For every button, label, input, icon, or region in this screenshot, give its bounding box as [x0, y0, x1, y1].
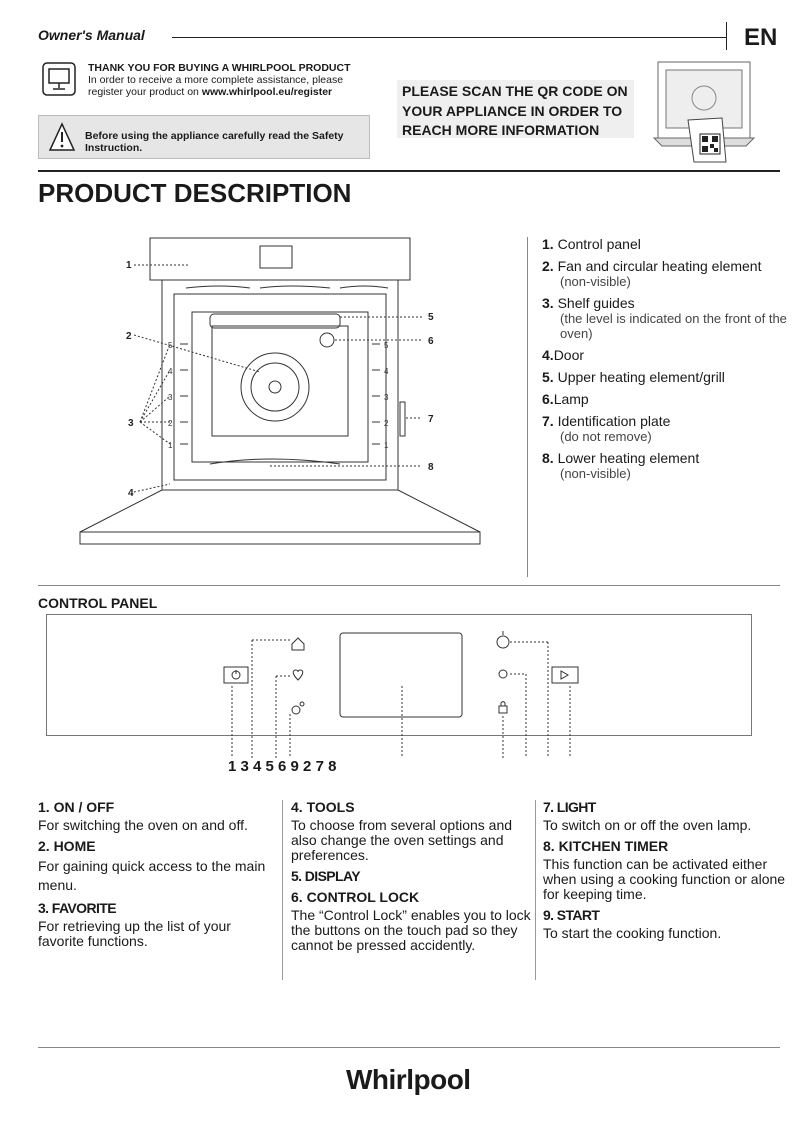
- panel-callout-numbers: 1 3 4 5 6 9 2 7 8: [228, 758, 337, 775]
- oven-qr-illustration: [652, 61, 756, 163]
- svg-text:2: 2: [126, 331, 132, 342]
- function-text: To choose from several options and also …: [291, 817, 513, 863]
- language-code: EN: [744, 24, 778, 51]
- function-heading: 5. DISPLAY: [291, 868, 361, 884]
- svg-text:7: 7: [428, 414, 434, 425]
- owners-manual-label: Owner's Manual: [38, 27, 145, 43]
- functions-column-1: 1. ON / OFF For switching the oven on an…: [38, 800, 278, 955]
- svg-text:4: 4: [384, 367, 389, 376]
- function-heading: 4. TOOLS: [291, 799, 355, 815]
- qr-box: [397, 80, 634, 138]
- svg-text:6: 6: [428, 336, 434, 347]
- function-text: For gaining quick access to the main men…: [38, 858, 266, 893]
- svg-text:3: 3: [128, 418, 134, 429]
- oven-diagram: 1 2 3 4 5 6 7 8 5 4 3 2 1 5 4 3 2 1: [79, 237, 481, 545]
- svg-text:4: 4: [128, 488, 134, 499]
- section-divider: [527, 237, 528, 577]
- control-panel-diagram: [223, 631, 579, 758]
- svg-text:1: 1: [168, 441, 173, 450]
- legend-item: 5. Upper heating element/grill: [542, 369, 725, 385]
- svg-text:5: 5: [384, 341, 389, 350]
- footer-rule: [38, 1047, 780, 1048]
- svg-text:2: 2: [168, 419, 173, 428]
- legend-item: 3. Shelf guides(the level is indicated o…: [542, 295, 787, 341]
- svg-text:1: 1: [384, 441, 389, 450]
- section-rule: [38, 170, 780, 172]
- function-text: The “Control Lock” enables you to lock t…: [291, 907, 531, 953]
- function-heading: 3. FAVORITE: [38, 900, 117, 916]
- column-divider: [535, 800, 536, 980]
- legend-item: 7. Identification plate(do not remove): [542, 413, 671, 444]
- svg-text:3: 3: [384, 393, 389, 402]
- functions-column-3: 7. LIGHT To switch on or off the oven la…: [543, 800, 788, 947]
- function-heading: 2. HOME: [38, 838, 96, 854]
- warning-icon: [49, 122, 75, 151]
- function-heading: 9. START: [543, 907, 600, 923]
- brand-logo: Whirlpool: [346, 1064, 471, 1095]
- function-text: For switching the oven on and off.: [38, 817, 248, 833]
- qr-text: PLEASE SCAN THE QR CODE ON YOUR APPLIANC…: [402, 83, 628, 138]
- svg-text:5: 5: [428, 312, 434, 323]
- legend-item: 4.Door: [542, 347, 585, 363]
- control-panel-frame: [46, 614, 752, 736]
- display-area: [339, 632, 463, 718]
- function-text: For retrieving up the list of your favor…: [38, 918, 231, 949]
- parts-legend: 1. Control panel 2. Fan and circular hea…: [542, 236, 792, 487]
- legend-item: 8. Lower heating element(non-visible): [542, 450, 700, 481]
- register-title: THANK YOU FOR BUYING A WHIRLPOOL PRODUCT: [88, 62, 351, 74]
- header-divider: [726, 22, 727, 50]
- svg-text:3: 3: [168, 393, 173, 402]
- register-url[interactable]: www.whirlpool.eu/register: [201, 86, 333, 98]
- product-title: PRODUCT DESCRIPTION: [38, 178, 352, 208]
- function-heading: 8. KITCHEN TIMER: [543, 838, 669, 854]
- home-icon: [291, 637, 305, 651]
- safety-notice: Before using the appliance carefully rea…: [38, 115, 370, 159]
- function-text: This function can be activated either wh…: [543, 856, 786, 902]
- function-heading: 6. CONTROL LOCK: [291, 889, 420, 905]
- power-icon: [223, 666, 249, 684]
- svg-text:2: 2: [384, 419, 389, 428]
- svg-text:8: 8: [428, 462, 434, 473]
- legend-item: 1. Control panel: [542, 236, 641, 252]
- svg-text:1: 1: [126, 260, 132, 271]
- section-rule: [38, 585, 780, 586]
- monitor-icon: [42, 62, 76, 96]
- light-icon: [498, 669, 508, 679]
- heart-icon: [292, 669, 304, 681]
- control-panel-title: CONTROL PANEL: [38, 595, 158, 611]
- legend-item: 2. Fan and circular heating element(non-…: [542, 258, 762, 289]
- tools-icon: [291, 705, 301, 715]
- header-rule: [172, 37, 726, 38]
- register-block: THANK YOU FOR BUYING A WHIRLPOOL PRODUCT…: [88, 62, 368, 98]
- lock-icon: [498, 705, 508, 714]
- safety-text: Before using the appliance carefully rea…: [85, 130, 344, 154]
- functions-column-2: 4. TOOLS To choose from several options …: [291, 800, 531, 959]
- function-heading: 1. ON / OFF: [38, 799, 115, 815]
- svg-text:5: 5: [168, 341, 173, 350]
- svg-text:4: 4: [168, 367, 173, 376]
- register-line1: In order to receive a more complete assi…: [88, 74, 344, 86]
- function-text: To start the cooking function.: [543, 925, 722, 941]
- timer-icon: [496, 635, 510, 649]
- register-line2: register your product on: [88, 86, 199, 98]
- function-text: To switch on or off the oven lamp.: [543, 817, 752, 833]
- function-heading: 7. LIGHT: [543, 799, 596, 815]
- column-divider: [282, 800, 283, 980]
- start-icon: [551, 666, 579, 684]
- legend-item: 6.Lamp: [542, 391, 589, 407]
